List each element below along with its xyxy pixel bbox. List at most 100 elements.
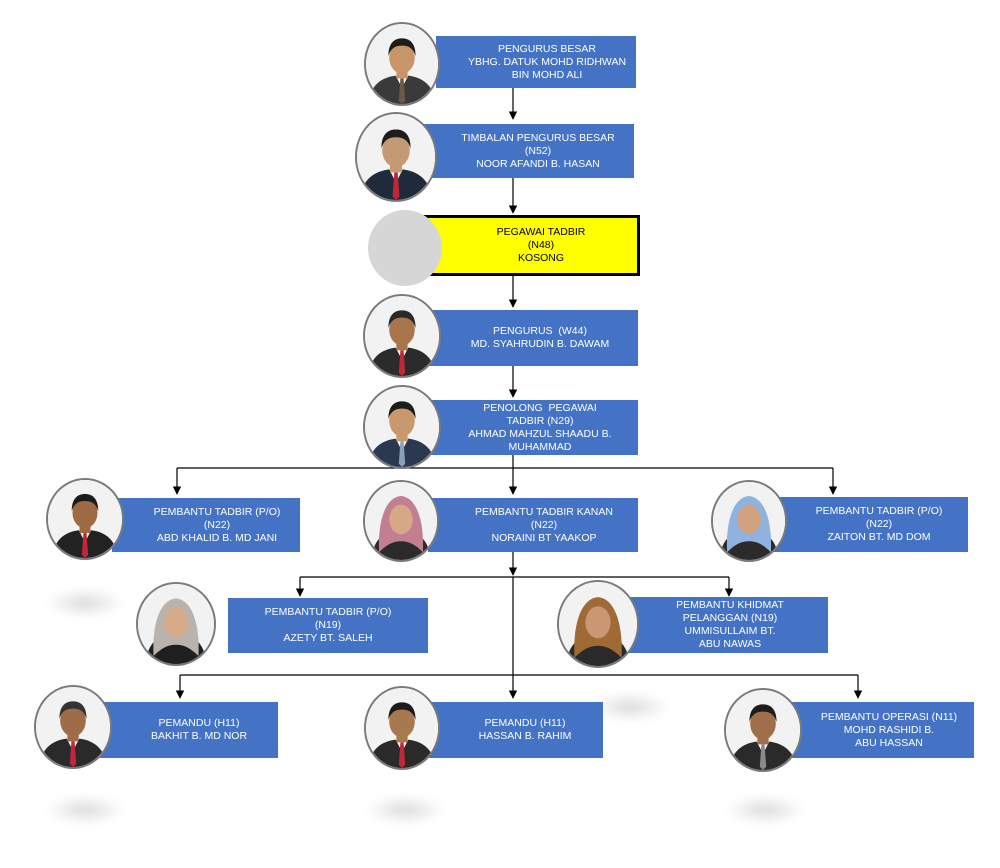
card-text-line: AZETY BT. SALEH: [283, 632, 373, 644]
tie-shape: [398, 78, 406, 104]
card-text-line: HASSAN B. RAHIM: [478, 730, 572, 742]
portrait-photo: [557, 580, 639, 668]
portrait-photo: [46, 478, 124, 560]
card-text-line: AHMAD MAHZUL SHAADU B.: [468, 427, 612, 440]
card-text-line: MUHAMMAD: [508, 440, 572, 453]
hair-shape: [381, 129, 411, 149]
card-text-line: PELANGGAN (N19): [682, 612, 778, 624]
position-card: PEMBANTU TADBIR (P/O)(N22)ZAITON BT. MD …: [768, 497, 968, 552]
tie-shape: [81, 533, 89, 558]
portrait-photo: [355, 112, 437, 202]
card-text-line: PEMBANTU TADBIR (P/O): [815, 505, 943, 517]
card-text-line: TIMBALAN PENGURUS BESAR: [461, 131, 615, 144]
card-text-line: ABD KHALID B. MD JANI: [156, 531, 278, 544]
card-text-line: (N22): [203, 518, 231, 531]
face-shape: [389, 313, 415, 346]
tie-shape: [69, 741, 77, 767]
face-shape: [389, 41, 415, 74]
portrait-photo: [136, 582, 216, 666]
tie-shape: [398, 742, 406, 768]
card-text-line: (N48): [527, 239, 555, 251]
decorative-shadow: [45, 588, 125, 618]
hair-shape: [388, 702, 416, 720]
hair-shape: [388, 401, 416, 419]
card-text-line: ABU NAWAS: [698, 638, 762, 650]
card-text-line: UMMISULLAIM BT.: [684, 625, 776, 637]
card-text-line: BAKHIT B. MD NOR: [150, 730, 248, 742]
neck-shape: [396, 732, 408, 743]
card-text-line: (N22): [530, 518, 558, 531]
position-card: TIMBALAN PENGURUS BESAR(N52)NOOR AFANDI …: [420, 124, 634, 178]
card-text-line: TADBIR (N29): [506, 414, 574, 427]
card-text-line: NORAINI BT YAAKOP: [491, 531, 597, 544]
decorative-shadow: [725, 795, 805, 825]
tie-shape: [759, 744, 767, 770]
card-text-line: PEMANDU (H11): [484, 717, 566, 729]
face-shape: [737, 504, 761, 535]
face-shape: [750, 707, 776, 740]
card-text-line: ZAITON BT. MD DOM: [827, 531, 931, 543]
empty-photo-placeholder: [368, 210, 442, 286]
decorative-shadow: [365, 795, 445, 825]
card-text-line: PENGURUS BESAR: [497, 42, 597, 55]
portrait-photo: [711, 480, 787, 562]
neck-shape: [396, 68, 408, 79]
position-card: PEMANDU (H11)HASSAN B. RAHIM: [425, 702, 603, 758]
card-text-line: (N52): [524, 144, 552, 157]
portrait-photo: [363, 480, 439, 562]
card-text-line: PEMANDU (H11): [158, 717, 240, 729]
card-text-line: MOHD RASHIDI B.: [843, 723, 935, 736]
card-text-line: PENGURUS (W44): [493, 325, 587, 337]
card-text-line: PEMBANTU TADBIR KANAN: [475, 505, 613, 518]
position-card: PENGURUS (W44)MD. SYAHRUDIN B. DAWAM: [420, 310, 638, 366]
hair-shape: [388, 38, 416, 56]
card-text-line: BIN MOHD ALI: [511, 68, 583, 81]
card-text-line: (N22): [865, 518, 893, 530]
neck-shape: [67, 731, 79, 742]
neck-shape: [389, 162, 403, 173]
card-text-line: KOSONG: [517, 252, 565, 264]
face-shape: [382, 132, 410, 168]
position-card: PEMBANTU TADBIR (P/O)(N19)AZETY BT. SALE…: [228, 598, 428, 653]
hair-shape: [388, 310, 416, 328]
card-text-line: MD. SYAHRUDIN B. DAWAM: [470, 338, 610, 350]
hair-shape: [749, 704, 777, 722]
face-shape: [389, 504, 413, 535]
card-text-line: PEGAWAI TADBIR: [496, 226, 586, 238]
card-text-line: PEMBANTU KHIDMAT: [676, 599, 784, 611]
portrait-photo: [363, 385, 441, 469]
portrait-photo: [364, 686, 440, 770]
card-text-line: NOOR AFANDI B. HASAN: [476, 157, 600, 170]
card-text-line: ABU HASSAN: [855, 736, 923, 749]
hair-shape: [71, 494, 99, 512]
face-shape: [72, 497, 98, 529]
face-shape: [585, 606, 611, 639]
vacant-position-card: PEGAWAI TADBIR(N48)KOSONG: [420, 215, 640, 276]
hair-shape: [59, 701, 87, 719]
tie-shape: [398, 441, 406, 467]
portrait-photo: [364, 22, 440, 106]
decorative-shadow: [45, 795, 125, 825]
tie-shape: [398, 350, 406, 376]
portrait-photo: [363, 294, 441, 378]
position-card: PEMBANTU OPERASI (N11)MOHD RASHIDI B.ABU…: [782, 702, 974, 758]
portrait-photo: [724, 688, 802, 772]
position-card: PEMBANTU TADBIR (P/O)(N22)ABD KHALID B. …: [112, 498, 300, 552]
tie-shape: [392, 172, 400, 200]
card-text-line: PENOLONG PEGAWAI: [483, 401, 597, 414]
portrait-photo: [34, 685, 112, 769]
position-card: PEMBANTU TADBIR KANAN(N22)NORAINI BT YAA…: [428, 498, 638, 552]
card-text-line: PEMBANTU TADBIR (P/O): [153, 505, 281, 518]
decorative-shadow: [590, 692, 670, 722]
face-shape: [389, 705, 415, 738]
face-shape: [164, 607, 188, 638]
face-shape: [60, 704, 86, 737]
card-text-line: (N19): [314, 619, 342, 631]
neck-shape: [757, 734, 769, 745]
card-text-line: YBHG. DATUK MOHD RIDHWAN: [467, 55, 627, 68]
face-shape: [389, 404, 415, 437]
